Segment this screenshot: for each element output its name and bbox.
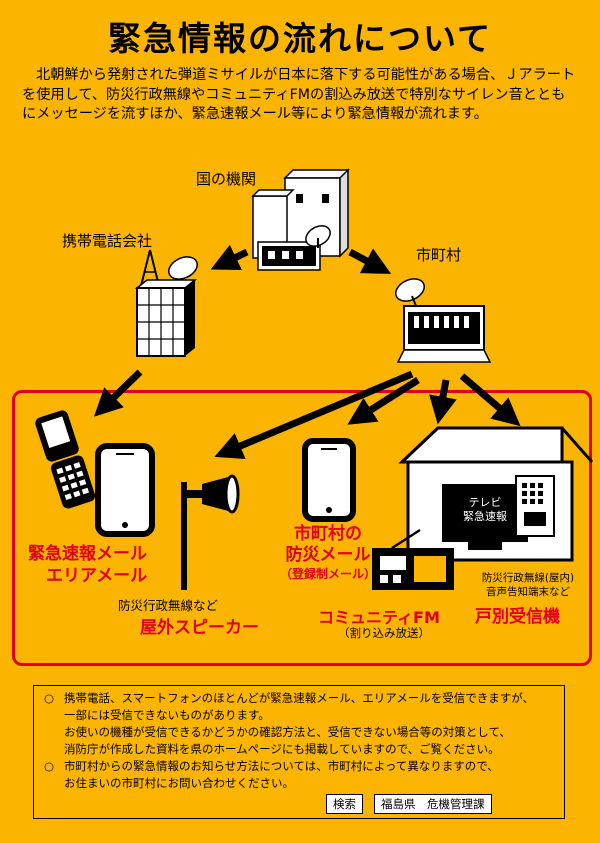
page-title: 緊急情報の流れについて: [107, 19, 492, 58]
area-mail-label-1: 緊急速報メール: [28, 544, 147, 564]
flip-phone-icon: [35, 410, 96, 509]
smartphone-icon: [95, 443, 155, 537]
note-1-line-3: お使いの機種が受信できるかどうかの確認方法と、受信できない場合等の対策として、: [64, 725, 511, 739]
municipality-label: 市町村: [416, 246, 462, 264]
outdoor-speaker-icon: [181, 474, 240, 590]
search-tag: 検索: [326, 794, 363, 814]
city-hall-icon: [395, 278, 492, 363]
community-fm-sub: （割り込み放送）: [338, 626, 430, 640]
outdoor-speaker-sub: 防災行政無線など: [118, 598, 219, 613]
home-receiver-sub-2: 音声告知端末など: [486, 586, 570, 598]
home-receiver-sub: 防災行政無線(屋内) 音声告知端末など: [466, 571, 590, 599]
home-receiver-sub-1: 防災行政無線(屋内): [481, 572, 575, 584]
community-fm-label: コミュニティFM: [318, 608, 440, 627]
area-mail-label-2: エリアメール: [46, 566, 148, 586]
note-1-line-4: 消防庁が作成した資料を県のホームページにも掲載していますので、ご覧ください。: [64, 742, 500, 756]
city-mail-label: 市町村の 防災メール （登録制メール）: [258, 524, 398, 583]
note-2: 市町村からの緊急情報のお知らせ方法については、市町村によって異なりますので、 お…: [64, 758, 559, 792]
home-receiver-label: 戸別受信機: [475, 607, 560, 627]
outdoor-speaker-label: 屋外スピーカー: [140, 618, 259, 638]
area-mail-label: 緊急速報メール エリアメール: [28, 543, 147, 587]
intro-text: 北朝鮮から発射された弾道ミサイルが日本に落下する可能性がある場合、Ｊアラートを使…: [22, 67, 576, 122]
city-mail-label-2: 防災メール: [285, 545, 371, 565]
note-2-line-1: 市町村からの緊急情報のお知らせ方法については、市町村によって異なりますので、: [64, 759, 499, 773]
smartphone-icon: [302, 438, 356, 522]
note-1: 携帯電話、スマートフォンのほとんどが緊急速報メール、エリアメールを受信できますが…: [64, 690, 559, 758]
tv-screen: テレビ 緊急速報: [442, 496, 528, 524]
carrier-building-icon: [134, 249, 198, 357]
city-mail-label-1: 市町村の: [294, 524, 362, 544]
note-2-line-2: お住まいの市町村にお問い合わせください。: [64, 776, 294, 790]
department-tag: 福島県 危機管理課: [374, 794, 492, 814]
note-bullet-1: ○: [44, 691, 55, 705]
note-1-line-2: 一部には受信できないものがあります。: [64, 708, 270, 722]
note-bullet-2: ○: [44, 759, 55, 773]
tv-alert-label: 緊急速報: [463, 510, 507, 523]
tv-label: テレビ: [468, 496, 502, 509]
radio-icon: [372, 528, 454, 590]
note-1-line-1: 携帯電話、スマートフォンのほとんどが緊急速報メール、エリアメールを受信できますが…: [64, 691, 534, 705]
house-icon: [398, 426, 594, 562]
government-building-icon: [251, 168, 350, 271]
carrier-label: 携帯電話会社: [62, 232, 153, 250]
city-mail-sub: （登録制メール）: [279, 567, 376, 581]
national-agency-label: 国の機関: [196, 170, 257, 188]
